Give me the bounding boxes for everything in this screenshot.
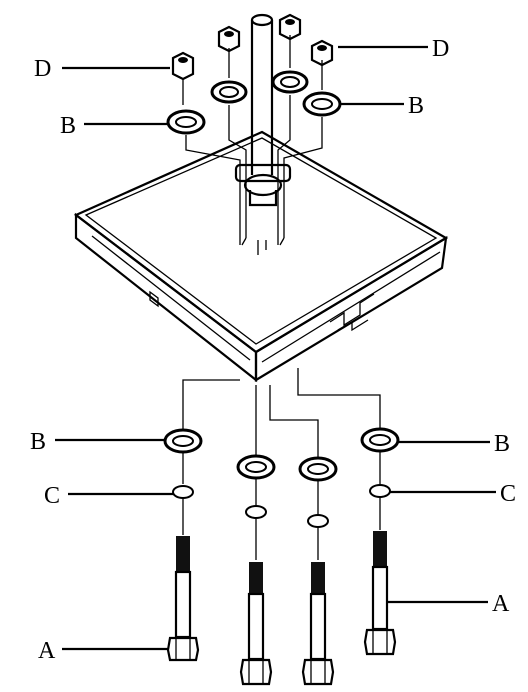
label-d-left: D (34, 56, 51, 82)
washer-top-3 (271, 70, 309, 94)
label-b-bottom-left: B (30, 429, 46, 455)
small-rings (172, 484, 391, 528)
nut-top-2 (217, 25, 241, 53)
label-b-top-right: B (408, 93, 424, 119)
top-nuts (171, 13, 334, 81)
washer-top-left (166, 109, 206, 135)
callout-lines (55, 45, 496, 651)
label-a-left: A (38, 638, 56, 664)
bottom-leader-lines (182, 368, 381, 560)
washer-top-right (302, 91, 342, 117)
center-rod (250, 13, 274, 175)
washer-bottom-left (163, 428, 203, 454)
nut-top-3 (278, 13, 302, 41)
label-a-right: A (492, 591, 510, 617)
bolt-2 (239, 562, 273, 686)
bolt-3 (301, 562, 335, 686)
label-d-right: D (432, 36, 449, 62)
bolts (166, 531, 397, 686)
label-b-top-left: B (60, 113, 76, 139)
label-c-right: C (500, 481, 516, 507)
center-fitting (234, 163, 292, 207)
washer-top-2 (210, 80, 248, 104)
washer-bottom-2 (236, 454, 276, 480)
bottom-washers (163, 427, 400, 482)
nut-top-1 (171, 51, 195, 81)
label-c-left: C (44, 483, 60, 509)
callout-labels: D D B B B B C C A A (30, 36, 516, 664)
bolt-4 (363, 531, 397, 656)
ring-c-3 (307, 514, 329, 528)
square-plate (73, 130, 449, 383)
ring-c-2 (245, 505, 267, 519)
ring-c-left (172, 485, 194, 499)
washer-bottom-3 (298, 456, 338, 482)
bolt-1 (166, 536, 200, 662)
washer-bottom-right (360, 427, 400, 453)
label-b-bottom-right: B (494, 431, 510, 457)
ring-c-right (369, 484, 391, 498)
top-washers (166, 70, 342, 135)
nut-top-4 (310, 39, 334, 67)
